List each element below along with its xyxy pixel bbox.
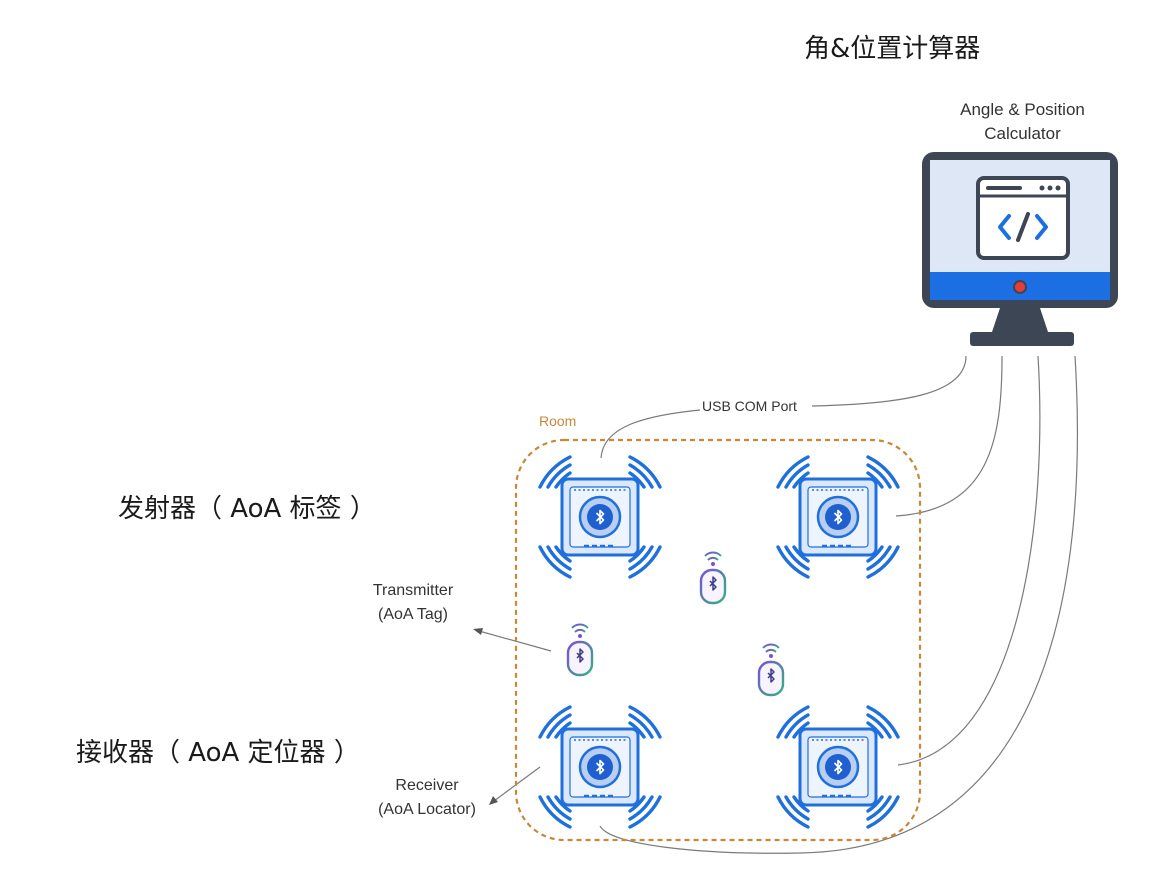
room-boundary [514, 438, 922, 842]
room-label: Room [539, 413, 577, 429]
receiver-label-line1: Receiver [395, 777, 459, 794]
calculator-label-line1: Angle & Position [960, 100, 1085, 119]
receiver-pointer-arrowhead [489, 796, 498, 805]
locator-bottom-right [776, 705, 900, 829]
usb-port-label: USB COM Port [702, 398, 797, 414]
transmitter-label-en: Transmitter (AoA Tag) [348, 579, 478, 627]
aoa-tag-1 [699, 551, 727, 605]
calculator-label-en: Angle & Position Calculator [930, 98, 1115, 146]
transmitter-label-line2: (AoA Tag) [378, 606, 448, 623]
usb-cable-1 [600, 355, 967, 459]
calculator-label-line2: Calculator [984, 124, 1061, 143]
calculator-monitor-icon [922, 152, 1118, 346]
locator-top-left [538, 455, 662, 579]
transmitter-title-cn: 发射器（ AoA 标签 ） [118, 494, 376, 524]
aoa-tag-3 [757, 643, 785, 697]
transmitter-pointer-arrowhead [473, 628, 483, 635]
transmitter-label-line1: Transmitter [372, 582, 454, 599]
receiver-label-line2: (AoA Locator) [378, 801, 476, 818]
calculator-title-cn: 角&位置计算器 [804, 34, 981, 64]
receiver-title-cn: 接收器（ AoA 定位器 ） [76, 738, 360, 768]
receiver-label-en: Receiver (AoA Locator) [352, 774, 502, 822]
usb-cable-4 [599, 355, 1079, 854]
locator-bottom-left [538, 705, 662, 829]
usb-cable-2 [895, 355, 1003, 517]
locator-top-right [776, 455, 900, 579]
aoa-tag-2 [566, 623, 594, 677]
usb-cable-3 [897, 355, 1041, 766]
